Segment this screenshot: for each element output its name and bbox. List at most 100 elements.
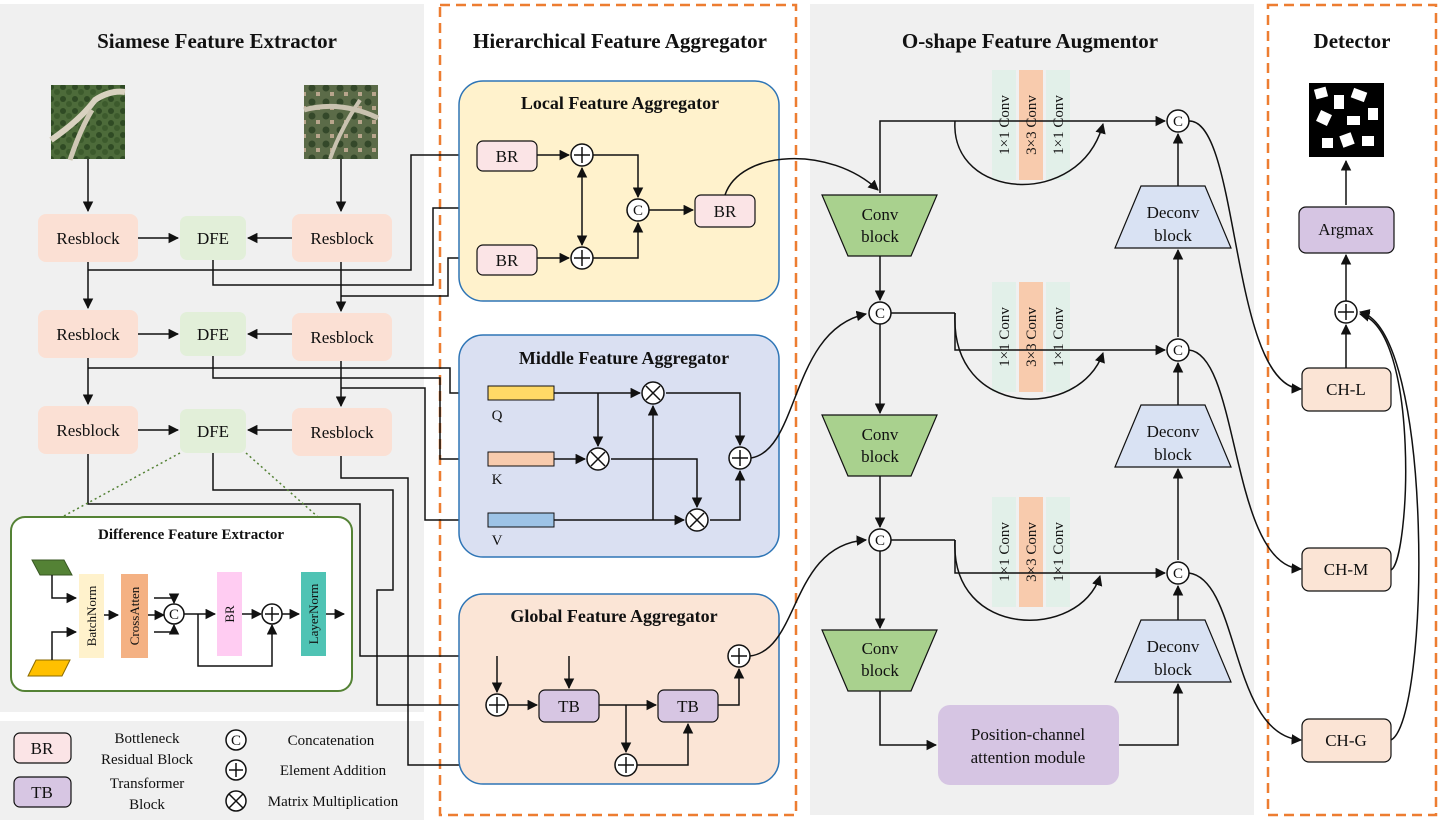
global-add-input [485,693,509,717]
svg-text:C: C [231,733,241,749]
resblock-right-1 [292,214,392,262]
svg-text:LayerNorm: LayerNorm [306,584,321,645]
resblock-right-2 [292,313,392,361]
svg-text:1×1 Conv: 1×1 Conv [997,522,1013,582]
global-aggregator-box [458,593,780,785]
hfa-title: Hierarchical Feature Aggregator [473,29,767,53]
svg-text:BR: BR [496,147,519,166]
svg-text:Position-channel: Position-channel [971,725,1086,744]
mult-node-qk [586,447,610,471]
dfe-3 [180,409,246,453]
svg-text:BR: BR [222,605,237,623]
svg-text:Conv: Conv [862,205,899,224]
svg-text:TB: TB [31,783,53,802]
v-bar [487,512,555,528]
svg-text:V: V [492,533,503,549]
svg-text:block: block [861,661,899,680]
svg-text:block: block [1154,660,1192,679]
br-block-dfe [217,572,242,656]
middle-add-node [728,446,752,470]
conv-stack-1: 1×1 Conv 3×3 Conv 1×1 Conv [992,70,1070,180]
svg-text:Resblock: Resblock [310,423,374,442]
input-image-t2 [303,85,380,160]
input-parallelogram-bottom [27,659,71,677]
svg-text:BR: BR [714,202,737,221]
dfe-detail-title: Difference Feature Extractor [98,527,284,543]
svg-text:1×1 Conv: 1×1 Conv [997,95,1013,155]
conv-stack-3: 1×1 Conv 3×3 Conv 1×1 Conv [992,497,1070,607]
svg-text:C: C [875,306,885,322]
svg-text:1×1 Conv: 1×1 Conv [1051,95,1067,155]
argmax-block [1298,206,1395,254]
deconv-block-2 [1114,404,1232,468]
svg-text:1×1 Conv: 1×1 Conv [997,307,1013,367]
crossatten-block [121,574,148,658]
svg-text:DFE: DFE [197,325,229,344]
svg-text:CH-M: CH-M [1324,560,1368,579]
svg-text:TB: TB [558,697,580,716]
output-change-map [1309,83,1384,157]
svg-text:Deconv: Deconv [1147,422,1200,441]
dfe-2 [180,312,246,356]
conv-block-1 [821,194,938,257]
br-local-bottom [476,244,538,276]
svg-text:block: block [1154,226,1192,245]
svg-text:Argmax: Argmax [1318,220,1374,239]
legend-br-swatch [13,732,72,764]
middle-aggregator-title: Middle Feature Aggregator [519,348,729,368]
siamese-title: Siamese Feature Extractor [97,29,337,53]
resblock-left-2 [38,310,138,358]
svg-text:DFE: DFE [197,229,229,248]
k-bar [487,451,555,467]
legend-concat-icon: C [225,729,247,751]
svg-text:C: C [169,607,179,623]
svg-text:Residual Block: Residual Block [101,752,194,768]
svg-text:C: C [875,533,885,549]
dfe-1 [180,216,246,260]
conv-stack-2: 1×1 Conv 3×3 Conv 1×1 Conv [992,282,1070,392]
input-image-t1 [49,85,126,161]
svg-text:CrossAtten: CrossAtten [127,586,142,645]
svg-text:1×1 Conv: 1×1 Conv [1051,522,1067,582]
legend-br-desc: Bottleneck [115,731,180,747]
svg-text:K: K [492,472,503,488]
svg-text:Block: Block [129,797,165,813]
global-aggregator-title: Global Feature Aggregator [510,606,717,626]
svg-text:Resblock: Resblock [310,229,374,248]
conv-block-2 [821,414,938,477]
legend-mult-label: Matrix Multiplication [268,794,399,810]
svg-text:BR: BR [496,251,519,270]
svg-text:C: C [633,203,643,219]
legend-tb-desc: Transformer [110,776,184,792]
svg-text:TB: TB [677,697,699,716]
layernorm-block [301,572,326,656]
mult-node-v [685,508,709,532]
svg-text:Resblock: Resblock [56,229,120,248]
deconv-block-1 [1114,185,1232,249]
detector-title: Detector [1314,29,1391,53]
legend-add-label: Element Addition [280,763,387,779]
deconv-block-3 [1114,619,1232,683]
conv-block-3 [821,629,938,692]
svg-text:C: C [1173,566,1183,582]
detector-panel [1266,3,1438,817]
position-channel-attention [938,705,1119,785]
local-aggregator-box [458,80,780,302]
svg-text:3×3 Conv: 3×3 Conv [1024,95,1040,155]
resblock-right-3 [292,408,392,456]
svg-text:1×1 Conv: 1×1 Conv [1051,307,1067,367]
legend-concat-label: Concatenation [288,733,375,749]
oshape-title: O-shape Feature Augmentor [902,29,1158,53]
svg-text:DFE: DFE [197,422,229,441]
svg-text:3×3 Conv: 3×3 Conv [1024,307,1040,367]
svg-text:Resblock: Resblock [310,328,374,347]
legend-add-icon [225,759,247,781]
svg-text:BatchNorm: BatchNorm [84,586,99,647]
batchnorm-block [79,574,104,658]
detector-add-node [1334,300,1358,324]
svg-text:block: block [861,227,899,246]
svg-text:BR: BR [31,739,54,758]
tb-block-1 [538,689,600,723]
global-add-out [727,644,751,668]
